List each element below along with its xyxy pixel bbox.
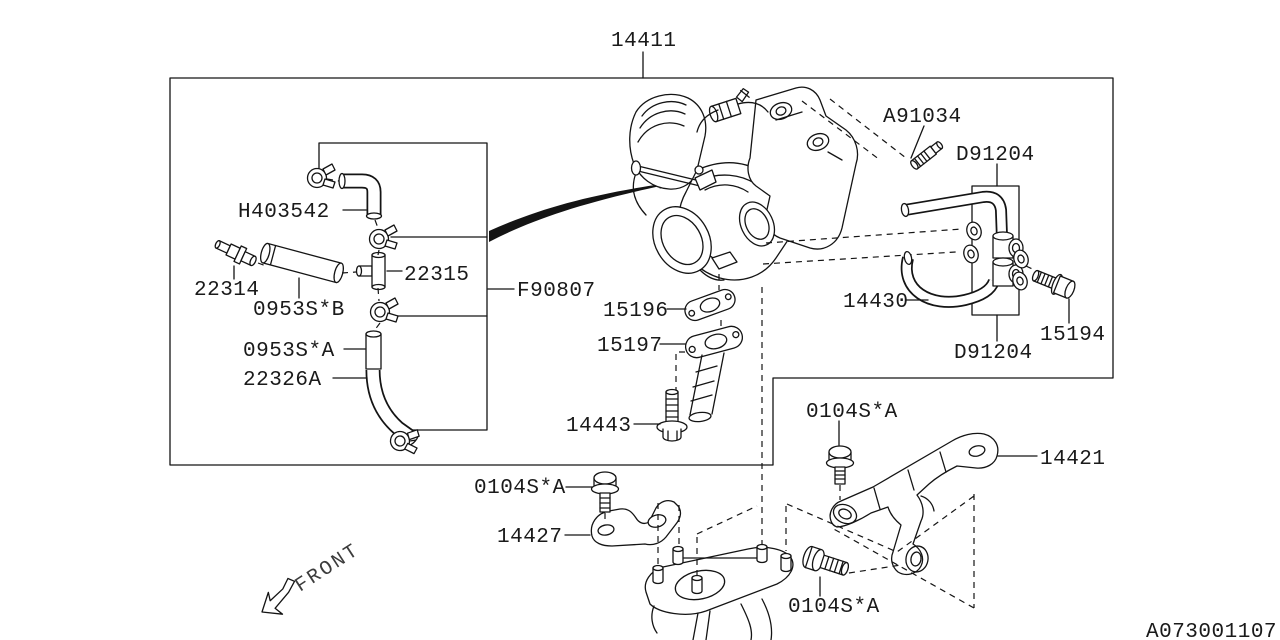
bolt-15194 [1031,269,1076,299]
part-label-15194: 15194 [1040,324,1106,347]
part-labels: 14411 H403542 22314 0953S*B 22315 F90807… [194,30,1106,619]
top-hose-fitting [708,87,750,123]
oil-drain-pipe-15197 [685,325,743,423]
lower-pipe [900,250,1000,308]
stud-a91034 [801,98,944,170]
main-assembly-box [169,77,1114,466]
flange-stud [672,545,684,566]
compressor-inlet-ring [652,206,712,274]
subassembly-connector-lines [390,236,488,317]
part-label-22314: 22314 [194,279,260,302]
part-label-h403542: H403542 [238,201,330,224]
wastegate-actuator [630,160,717,191]
leader-line [910,125,925,159]
hose-clamp-icon [369,297,399,323]
flange-bolt-left [590,471,620,520]
hose-0953sa [365,330,382,370]
part-label-f90807: F90807 [517,280,596,303]
front-arrow-icon [261,577,296,615]
flange-stud [652,564,664,585]
bracket-14427 [590,500,682,547]
part-label-14427: 14427 [497,526,563,549]
part-label-22326a: 22326A [243,369,322,392]
lower-mounting-parts [590,287,999,640]
part-label-15197: 15197 [597,335,663,358]
part-label-0104sa-bottom: 0104S*A [788,596,880,619]
part-label-0953sb: 0953S*B [253,299,345,322]
upper-pipe [900,190,1008,239]
compressor-outlet-ring [738,201,776,247]
part-label-14421: 14421 [1040,448,1106,471]
gasket-washers [963,221,1029,291]
tee-connector-22315 [355,251,386,291]
exhaust-flange-plate [644,543,794,640]
part-label-0104sa-right: 0104S*A [806,401,898,424]
bolt-14443 [656,388,688,442]
part-label-15196: 15196 [603,300,669,323]
drawing-code: A073001107 [1146,621,1277,640]
part-label-0953sa: 0953S*A [243,340,335,363]
part-label-22315: 22315 [404,264,470,287]
front-direction-indicator: FRONT [261,539,365,615]
hose-subassembly-f90807 [214,163,420,455]
hose-subassembly-box [318,142,488,431]
part-label-a91034: A91034 [883,106,962,129]
flange-bolt-bottom [802,545,850,576]
flange-stud [780,552,792,573]
pipe-0953sb [259,242,345,284]
oil-drain-parts [656,274,743,442]
hose-clamp-icon [368,224,398,250]
front-label: FRONT [291,539,364,598]
oil-pipes-14430 [762,190,1076,308]
flange-stud [756,543,768,564]
gasket-15196 [684,288,736,322]
part-label-d91204-bottom: D91204 [954,342,1033,365]
turbocharger-assembly-drawing [629,86,859,281]
hose-clamp-icon [389,429,420,455]
flange-ear-holes [769,101,830,152]
elbow-hose-h403542 [326,172,383,220]
part-label-14430: 14430 [843,291,909,314]
hose-clamp-icon [306,163,336,189]
part-label-0104sa-left: 0104S*A [474,477,566,500]
fitting-22314 [214,240,257,267]
part-label-14411: 14411 [611,30,677,53]
part-label-d91204-top: D91204 [956,144,1035,167]
part-label-14443: 14443 [566,415,632,438]
flange-stud [691,574,703,595]
flange-bolt-right [825,445,855,500]
bracket-14421 [829,432,999,576]
